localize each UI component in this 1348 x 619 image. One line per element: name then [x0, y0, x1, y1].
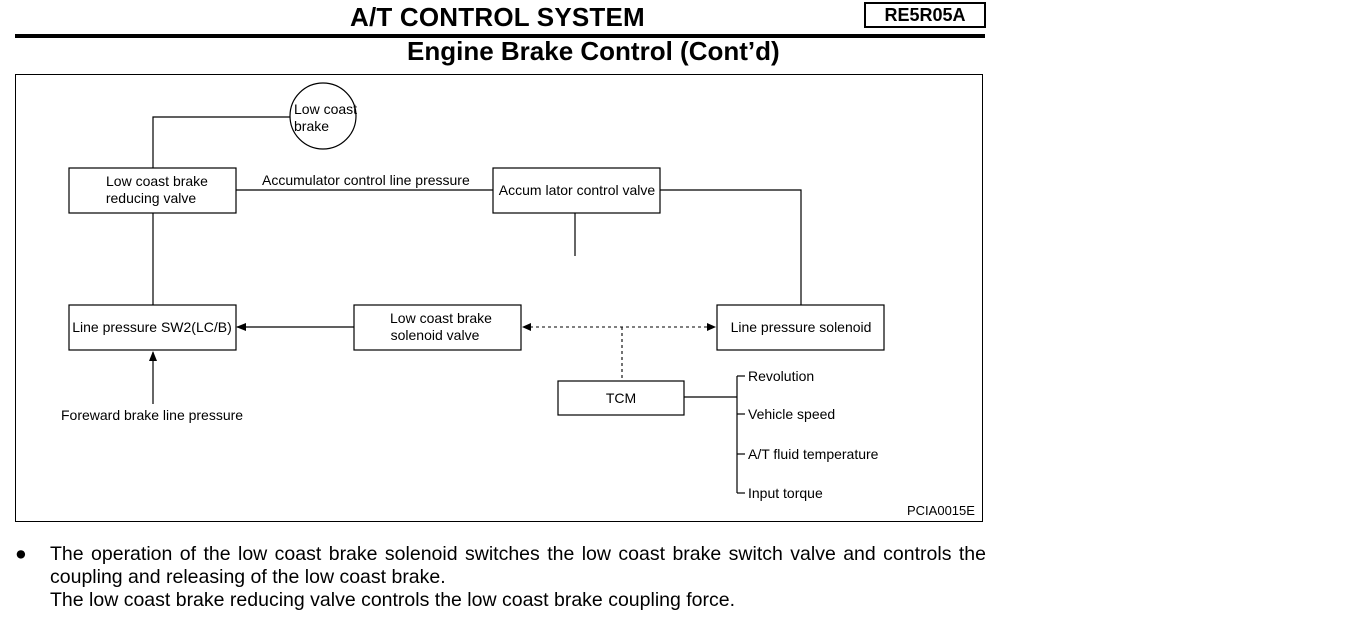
node-tcm: TCM — [557, 380, 685, 416]
node-low-coast-brake: Low coast brake — [289, 82, 357, 150]
low-coast-brake-label-2: brake — [294, 118, 329, 134]
reducing-valve-label-2: reducing valve — [106, 190, 196, 206]
solenoid-valve-label-2: solenoid valve — [391, 327, 480, 343]
signal-arrow-to-line-pressure-solenoid — [707, 323, 716, 331]
title-rule — [15, 34, 985, 38]
diagram-frame — [15, 74, 983, 522]
accumulator-control-line-pressure-label: Accumulator control line pressure — [262, 172, 470, 188]
bullet-dot: ● — [15, 543, 27, 565]
bullet-text: The operation of the low coast brake sol… — [50, 543, 986, 612]
solenoid-valve-label-1: Low coast brake — [390, 310, 492, 326]
page-title: A/T CONTROL SYSTEM — [350, 2, 645, 32]
tcm-label: TCM — [606, 390, 636, 406]
model-code-badge: RE5R05A — [864, 2, 986, 28]
edge-accumulator-valve-to-line-pressure-solenoid — [660, 189, 802, 305]
bullet-paragraph-1: The operation of the low coast brake sol… — [50, 543, 986, 588]
accumulator-control-valve-label: Accum lator control valve — [499, 182, 656, 198]
tcm-input-revolution: Revolution — [748, 368, 814, 384]
foreward-brake-line-pressure-label: Foreward brake line pressure — [61, 407, 243, 423]
line-pressure-solenoid-label: Line pressure solenoid — [731, 319, 872, 335]
reducing-valve-label-1: Low coast brake — [106, 173, 208, 189]
signal-arrow-to-solenoid-valve — [522, 323, 531, 331]
tcm-input-input-torque: Input torque — [748, 485, 823, 501]
tcm-input-fluid-temperature: A/T fluid temperature — [748, 446, 879, 462]
tcm-input-vehicle-speed: Vehicle speed — [748, 406, 835, 422]
line-pressure-sw2-label: Line pressure SW2(LC/B) — [72, 319, 232, 335]
low-coast-brake-label-1: Low coast — [294, 101, 357, 117]
edge-reducing-valve-to-low-coast-brake — [152, 116, 291, 168]
node-low-coast-brake-reducing-valve: Low coast brake reducing valve — [68, 167, 237, 214]
figure-id: PCIA0015E — [907, 503, 975, 518]
node-line-pressure-solenoid: Line pressure solenoid — [716, 304, 885, 351]
section-title: Engine Brake Control (Cont’d) — [407, 36, 780, 66]
node-line-pressure-sw2: Line pressure SW2(LC/B) — [68, 304, 237, 351]
node-accumulator-control-valve: Accum lator control valve — [492, 167, 661, 214]
bullet-paragraph-2: The low coast brake reducing valve contr… — [50, 589, 736, 611]
node-low-coast-brake-solenoid-valve: Low coast brake solenoid valve — [353, 304, 522, 351]
